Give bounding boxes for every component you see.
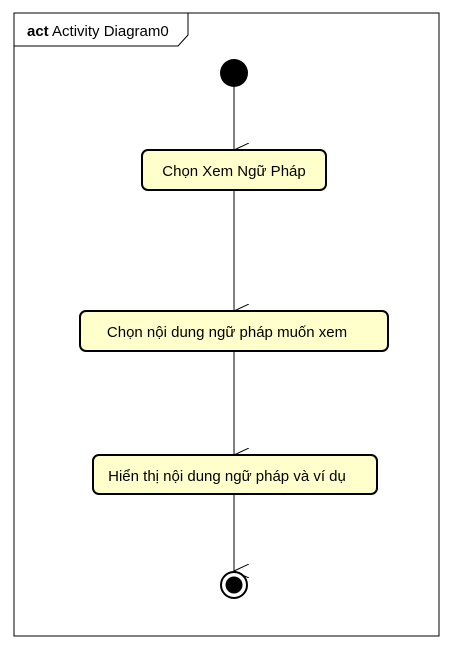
final-node-inner-dot [225,576,243,594]
action-node-3-box [92,454,378,495]
action-node-3[interactable]: Hiển thị nội dung ngữ pháp và ví dụ [92,454,378,495]
activity-final-node[interactable] [220,571,248,599]
action-node-1[interactable]: Chọn Xem Ngữ Pháp [141,149,327,191]
frame-keyword: act [27,23,49,40]
frame-name-tab [13,12,189,47]
action-node-2-label: Chọn nội dung ngữ pháp muốn xem [107,324,347,341]
initial-node[interactable] [220,59,248,87]
frame-title: act Activity Diagram0 [27,23,169,40]
action-node-1-label: Chọn Xem Ngữ Pháp [162,163,305,180]
frame-name: Activity Diagram0 [52,23,169,40]
action-node-2[interactable]: Chọn nội dung ngữ pháp muốn xem [79,310,389,352]
action-node-3-label: Hiển thị nội dung ngữ pháp và ví dụ [108,468,346,485]
